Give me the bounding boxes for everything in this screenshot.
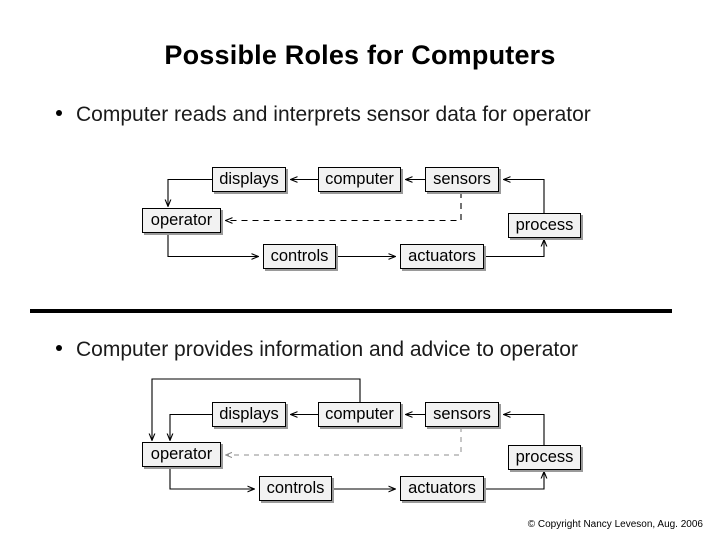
node-computer: computer xyxy=(318,402,401,427)
node-displays: displays xyxy=(212,167,286,192)
node-sensors-label: sensors xyxy=(433,170,491,189)
node-displays-label: displays xyxy=(219,405,279,424)
node-controls: controls xyxy=(263,244,336,269)
node-operator: operator xyxy=(142,442,221,467)
node-sensors: sensors xyxy=(425,167,499,192)
bullet-label-2: Computer provides information and advice… xyxy=(76,338,578,361)
edge-operator-controls xyxy=(169,467,254,489)
edge-operator-controls xyxy=(167,233,258,257)
bullet-dot-icon xyxy=(56,110,62,116)
control-loop-diagram-1: displays computer sensors operator proce… xyxy=(0,155,720,290)
node-actuators: actuators xyxy=(400,476,484,501)
node-computer-label: computer xyxy=(325,170,394,189)
node-operator: operator xyxy=(142,208,221,233)
diagram-2-edges xyxy=(0,378,720,507)
node-controls-label: controls xyxy=(266,479,325,498)
node-displays-label: displays xyxy=(219,170,279,189)
bullet-item-2: Computer provides information and advice… xyxy=(56,338,578,362)
edge-process-sensors xyxy=(504,415,545,445)
bullet-dot-icon xyxy=(56,345,62,351)
diagram-1-edges xyxy=(0,155,720,290)
edge-sensors-operator-dashed xyxy=(226,192,462,221)
edge-sensors-operator-dashed xyxy=(226,427,462,455)
edge-actuators-process xyxy=(484,472,544,490)
edge-actuators-process xyxy=(484,240,544,258)
node-process-label: process xyxy=(515,448,574,467)
edge-displays-operator xyxy=(170,413,212,441)
node-computer-label: computer xyxy=(325,405,394,424)
edge-displays-operator xyxy=(168,178,212,207)
node-actuators-label: actuators xyxy=(408,247,476,266)
node-process: process xyxy=(508,213,581,238)
bullet-item-1: Computer reads and interprets sensor dat… xyxy=(56,103,591,127)
node-operator-label: operator xyxy=(150,445,213,464)
node-sensors-label: sensors xyxy=(433,405,491,424)
bullet-label-1: Computer reads and interprets sensor dat… xyxy=(76,103,591,126)
copyright-notice: © Copyright Nancy Leveson, Aug. 2006 xyxy=(527,519,703,530)
node-sensors: sensors xyxy=(425,402,499,427)
node-actuators: actuators xyxy=(400,244,484,269)
edge-computer-operator xyxy=(152,378,361,440)
section-divider xyxy=(30,309,672,313)
node-computer: computer xyxy=(318,167,401,192)
node-displays: displays xyxy=(212,402,286,427)
node-controls-label: controls xyxy=(270,247,329,266)
control-loop-diagram-2: displays computer sensors operator proce… xyxy=(0,372,720,507)
node-process: process xyxy=(508,445,581,470)
node-process-label: process xyxy=(515,216,574,235)
edge-process-sensors xyxy=(504,180,545,213)
node-operator-label: operator xyxy=(150,211,213,230)
node-controls: controls xyxy=(259,476,332,501)
node-actuators-label: actuators xyxy=(408,479,476,498)
page-title: Possible Roles for Computers xyxy=(164,40,556,70)
